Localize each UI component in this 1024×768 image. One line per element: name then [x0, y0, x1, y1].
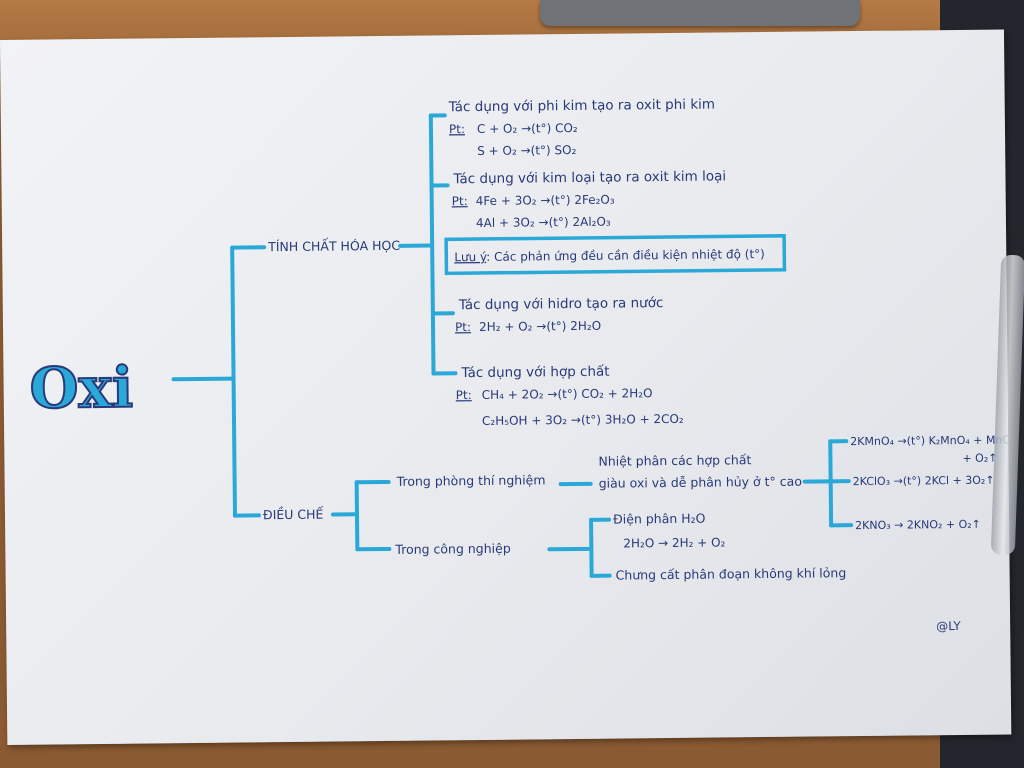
root-title: Oxi	[29, 355, 133, 422]
industry-label: Trong công nghiệp	[394, 541, 511, 557]
note-text: : Các phản ứng đều cần điều kiện nhiệt đ…	[486, 247, 765, 264]
lab-eq-kmno4-product: + O₂↑	[962, 452, 997, 465]
lab-desc-line1: Nhiệt phân các hợp chất	[598, 452, 751, 469]
reaction-compound-eq1: CH₄ + 2O₂ →(t°) CO₂ + 2H₂O	[482, 386, 653, 402]
connector-lines	[171, 113, 854, 578]
industry-electrolysis-eq: 2H₂O → 2H₂ + O₂	[623, 535, 725, 550]
branch-dieu-che-label: ĐIỀU CHẾ	[263, 506, 324, 523]
reaction-nonmetal-eq2: S + O₂ →(t°) SO₂	[477, 143, 577, 158]
reaction-nonmetal-pt: Pt:	[449, 122, 465, 136]
note-box	[444, 234, 787, 276]
reaction-compound-pt: Pt:	[456, 388, 472, 402]
paper-sheet: Oxi TÍNH CHẤT HÓA HỌC ĐIỀU CHẾ Tác dụng …	[0, 29, 1016, 745]
lab-eq-kclo3: 2KClO₃ →(t°) 2KCl + 3O₂↑	[853, 474, 995, 488]
reaction-metal-pt: Pt:	[452, 194, 468, 208]
lab-eq-kmno4: 2KMnO₄ →(t°) K₂MnO₄ + MnO₂	[850, 433, 1011, 448]
branch-tinh-chat-label: TÍNH CHẤT HÓA HỌC	[267, 237, 400, 254]
reaction-nonmetal-heading: Tác dụng với phi kim tạo ra oxit phi kim	[448, 97, 715, 116]
author-signature: @LY	[936, 619, 961, 633]
reaction-compound-eq2: C₂H₅OH + 3O₂ →(t°) 3H₂O + 2CO₂	[482, 412, 684, 428]
industry-electrolysis: Điện phân H₂O	[613, 511, 706, 527]
mindmap: Oxi TÍNH CHẤT HÓA HỌC ĐIỀU CHẾ Tác dụng …	[28, 97, 1015, 634]
note: Lưu ý: Các phản ứng đều cần điều kiện nh…	[454, 247, 765, 264]
reaction-hydrogen-eq1: 2H₂ + O₂ →(t°) 2H₂O	[479, 319, 601, 334]
reaction-hydrogen-heading: Tác dụng với hidro tạo ra nước	[458, 295, 664, 313]
reaction-nonmetal-eq1: C + O₂ →(t°) CO₂	[477, 121, 578, 136]
reaction-compound-heading: Tác dụng với hợp chất	[460, 364, 609, 382]
lab-eq-kno3: 2KNO₃ → 2KNO₂ + O₂↑	[855, 518, 981, 532]
reaction-metal-heading: Tác dụng với kim loại tạo ra oxit kim lo…	[452, 168, 726, 187]
lab-desc-line2: giàu oxi và dễ phân hủy ở t° cao	[599, 474, 802, 491]
industry-distillation: Chưng cất phân đoạn không khí lỏng	[616, 565, 847, 582]
reaction-hydrogen-pt: Pt:	[455, 320, 471, 334]
lab-label: Trong phòng thí nghiệm	[396, 472, 546, 489]
laptop-edge	[540, 0, 860, 26]
note-label: Lưu ý	[454, 250, 487, 264]
reaction-metal-eq1: 4Fe + 3O₂ →(t°) 2Fe₂O₃	[476, 193, 615, 208]
reaction-metal-eq2: 4Al + 3O₂ →(t°) 2Al₂O₃	[476, 215, 611, 230]
